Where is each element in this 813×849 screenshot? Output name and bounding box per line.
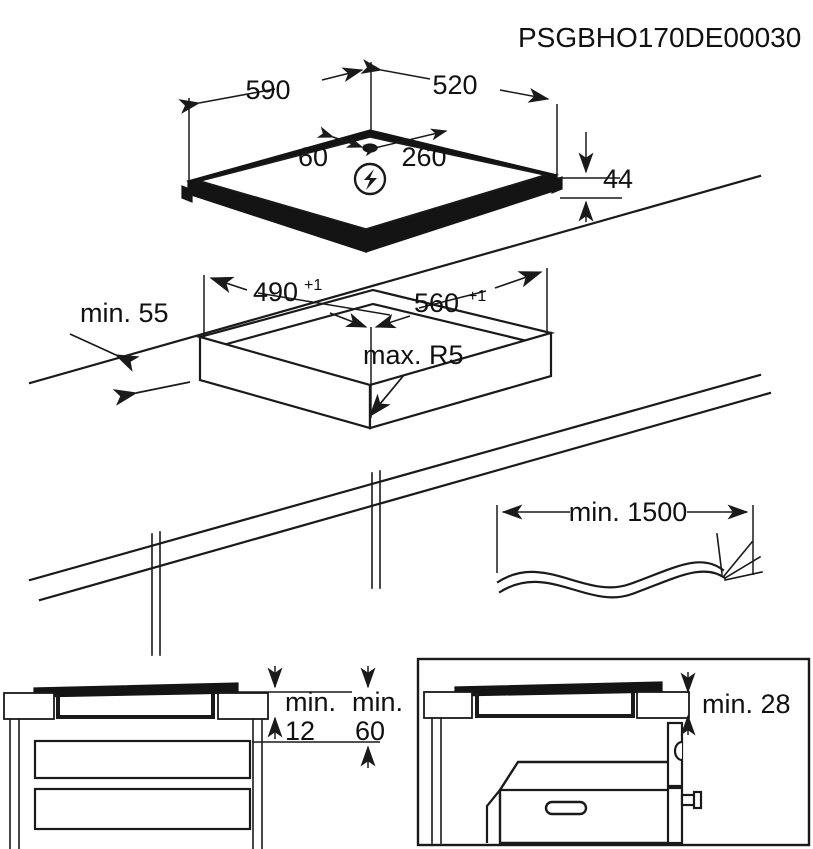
dim-label-560: 560 <box>414 288 459 318</box>
dim-lead-min55 <box>69 333 140 372</box>
dim-label-min12-line2: 12 <box>285 716 315 746</box>
dim-arrow-590-b <box>321 67 364 83</box>
dim-arrow-520-b <box>499 88 550 103</box>
panel-right-screw-cap <box>692 790 703 810</box>
dim-label-490: 490 <box>253 277 298 307</box>
panel-left-drawer-lower <box>33 787 252 831</box>
worktop-leg-left <box>151 531 161 656</box>
panel-right-worktop-left <box>423 691 473 719</box>
cable-wire-2 <box>722 540 754 578</box>
dim-label-560-tolerance: +1 <box>468 288 486 305</box>
dim-label-60: 60 <box>298 142 328 172</box>
hob-lip-left <box>181 185 193 203</box>
worktop-leg-right <box>371 470 381 589</box>
dim-arrow-520-a <box>360 59 431 80</box>
dim-label-260: 260 <box>401 142 446 172</box>
panel-left-worktop-right <box>217 692 269 720</box>
dim-label-490-tolerance: +1 <box>304 277 322 294</box>
panel-right-cabinet-left-wall <box>431 717 442 844</box>
panel-right-frame <box>416 657 811 847</box>
panel-left-hob-body <box>56 694 215 719</box>
cable-outline-top <box>496 561 725 589</box>
panel-right-hob-body <box>475 693 635 718</box>
panel-right-oven-vent-slot <box>544 800 588 816</box>
installation-over-drawers-panel: min. 12 min. 60 <box>3 666 403 849</box>
panel-right-rail-knob <box>673 740 683 762</box>
cable-outline-bottom <box>498 570 727 599</box>
mains-cable-view: min. 1500 <box>496 497 763 599</box>
dim-label-min12-line1: min. <box>285 687 336 717</box>
dim-label-min-1500: min. 1500 <box>569 497 688 527</box>
dim-lead-min55-b <box>112 381 191 406</box>
dim-lead-560-long <box>418 290 487 309</box>
cable-wire-3 <box>723 555 762 580</box>
dim-label-590: 590 <box>245 75 290 105</box>
dim-arrow-260 <box>363 128 448 157</box>
panel-left-cabinet-right-wall <box>252 718 263 849</box>
installation-over-oven-panel: min. 28 <box>416 657 811 847</box>
panel-left-hob-glass <box>33 682 239 698</box>
panel-right-oven-body <box>498 760 676 845</box>
panel-right-hob-glass <box>454 681 663 697</box>
cooktop-isometric-view: 590 520 60 260 44 <box>178 59 633 253</box>
panel-right-mounting-rail-lower <box>666 786 684 845</box>
panel-left-worktop-left <box>3 692 55 720</box>
cable-outlet-marker <box>362 143 378 153</box>
cable-wire-4 <box>724 571 763 581</box>
worktop-front-bottom-edge <box>38 391 772 602</box>
dim-arrow-490 <box>209 276 248 294</box>
dim-label-min60-line2: 60 <box>355 716 385 746</box>
dim-lead-490-long <box>257 292 391 316</box>
dim-arrow-560 <box>494 271 543 289</box>
dim-label-min-55: min. 55 <box>80 298 169 328</box>
worktop-cutout-view: min. 55 490 +1 560 +1 max. R5 <box>28 174 772 656</box>
dim-arrow-590-a <box>178 88 276 114</box>
panel-right-oven-hinge-side <box>485 789 501 843</box>
cable-wire-1 <box>716 533 723 575</box>
panel-right-worktop-right <box>636 691 690 719</box>
dim-label-520: 520 <box>432 70 477 100</box>
dim-label-min-28: min. 28 <box>702 689 791 719</box>
panel-left-cabinet-left-wall <box>9 718 20 849</box>
dim-arrow-r5-b <box>374 313 411 329</box>
worktop-rear-top-edge <box>28 174 762 385</box>
dim-label-44: 44 <box>603 164 633 194</box>
panel-left-drawer-upper <box>33 739 252 780</box>
dim-arrow-r5-a <box>329 312 368 328</box>
dim-lead-max-r5 <box>368 374 405 418</box>
drawing-title: PSGBHO170DE00030 <box>518 22 801 53</box>
dim-arrow-60 <box>316 126 364 148</box>
lightning-bolt-icon <box>353 162 387 196</box>
dim-label-max-r5: max. R5 <box>363 340 464 370</box>
dim-label-min60-line1: min. <box>352 687 403 717</box>
